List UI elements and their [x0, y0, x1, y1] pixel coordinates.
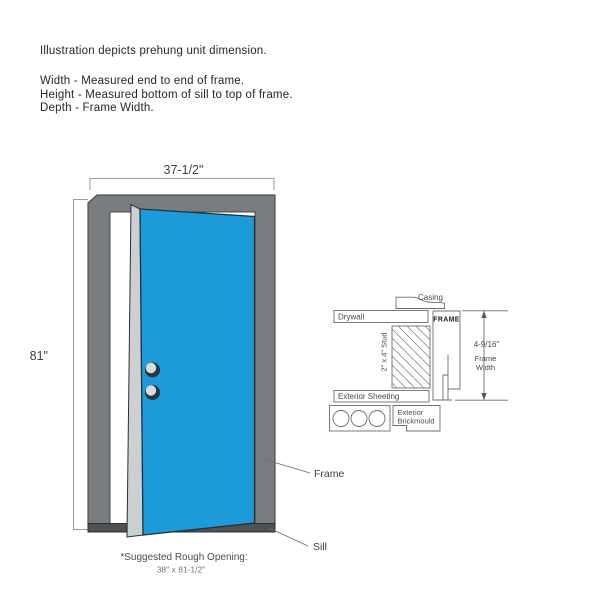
- drywall-label: Drywall: [338, 313, 364, 322]
- brickmould-circle: [368, 410, 386, 427]
- drywall-box: [333, 310, 429, 323]
- deadbolt-icon: [145, 362, 160, 378]
- frame-width-value: 4-9/16": [474, 340, 500, 349]
- frame-leader-line: [262, 458, 311, 474]
- frame-width-dimension: [455, 310, 508, 401]
- brickmould-label-line2: Brickmould: [398, 417, 435, 426]
- exterior-sheeting-label: Exterior Sheeting: [338, 392, 399, 401]
- door-slab: [139, 208, 256, 536]
- frame-width-word1: Frame: [475, 354, 497, 363]
- height-definition: Height - Measured bottom of sill to top …: [40, 88, 293, 101]
- dimension-definitions: Width - Measured end to end of frame. He…: [40, 75, 293, 116]
- casing-label: Casing: [418, 293, 443, 302]
- rough-opening-value: 38" x 81-1/2": [157, 565, 206, 575]
- height-dimension-bracket: [73, 199, 88, 530]
- frame-section-label: FRAME: [433, 317, 459, 324]
- rough-opening-title: *Suggested Rough Opening:: [120, 552, 247, 563]
- brickmould-profile-box: [329, 405, 391, 432]
- casing-profile: [395, 296, 445, 309]
- depth-definition: Depth - Frame Width.: [40, 102, 154, 115]
- arrow-down-icon: [481, 393, 487, 401]
- frame-callout-label: Frame: [314, 468, 344, 480]
- illustration-note: Illustration depicts prehung unit dimens…: [40, 45, 267, 57]
- brickmould-circle: [332, 410, 350, 427]
- stud-hatched-box: [391, 325, 431, 389]
- arrow-up-icon: [481, 310, 487, 318]
- sill-callout-label: Sill: [313, 541, 327, 553]
- brickmould-circle: [350, 410, 368, 427]
- width-definition: Width - Measured end to end of frame.: [40, 75, 245, 87]
- frame-cross-section-detail: Casing Drywall FRAME 2" x 4" Stud Exteri…: [329, 293, 508, 432]
- exterior-sheeting-box: [333, 390, 430, 403]
- sill-leader-line: [268, 527, 309, 547]
- width-dimension-bracket: [89, 178, 275, 190]
- height-dimension-text: 81": [30, 349, 48, 363]
- frame-width-word2: Width: [476, 363, 495, 372]
- brickmould-label-line1: Exterior: [398, 408, 424, 417]
- door-knob-icon: [145, 385, 160, 400]
- frame-jamb-profile: [432, 310, 461, 401]
- prehung-door-illustration: 37-1/2" 81" Frame: [30, 163, 345, 575]
- stud-label: 2" x 4" Stud: [380, 332, 389, 371]
- brickmould-label-box: [392, 405, 441, 432]
- width-dimension-text: 37-1/2": [164, 163, 204, 177]
